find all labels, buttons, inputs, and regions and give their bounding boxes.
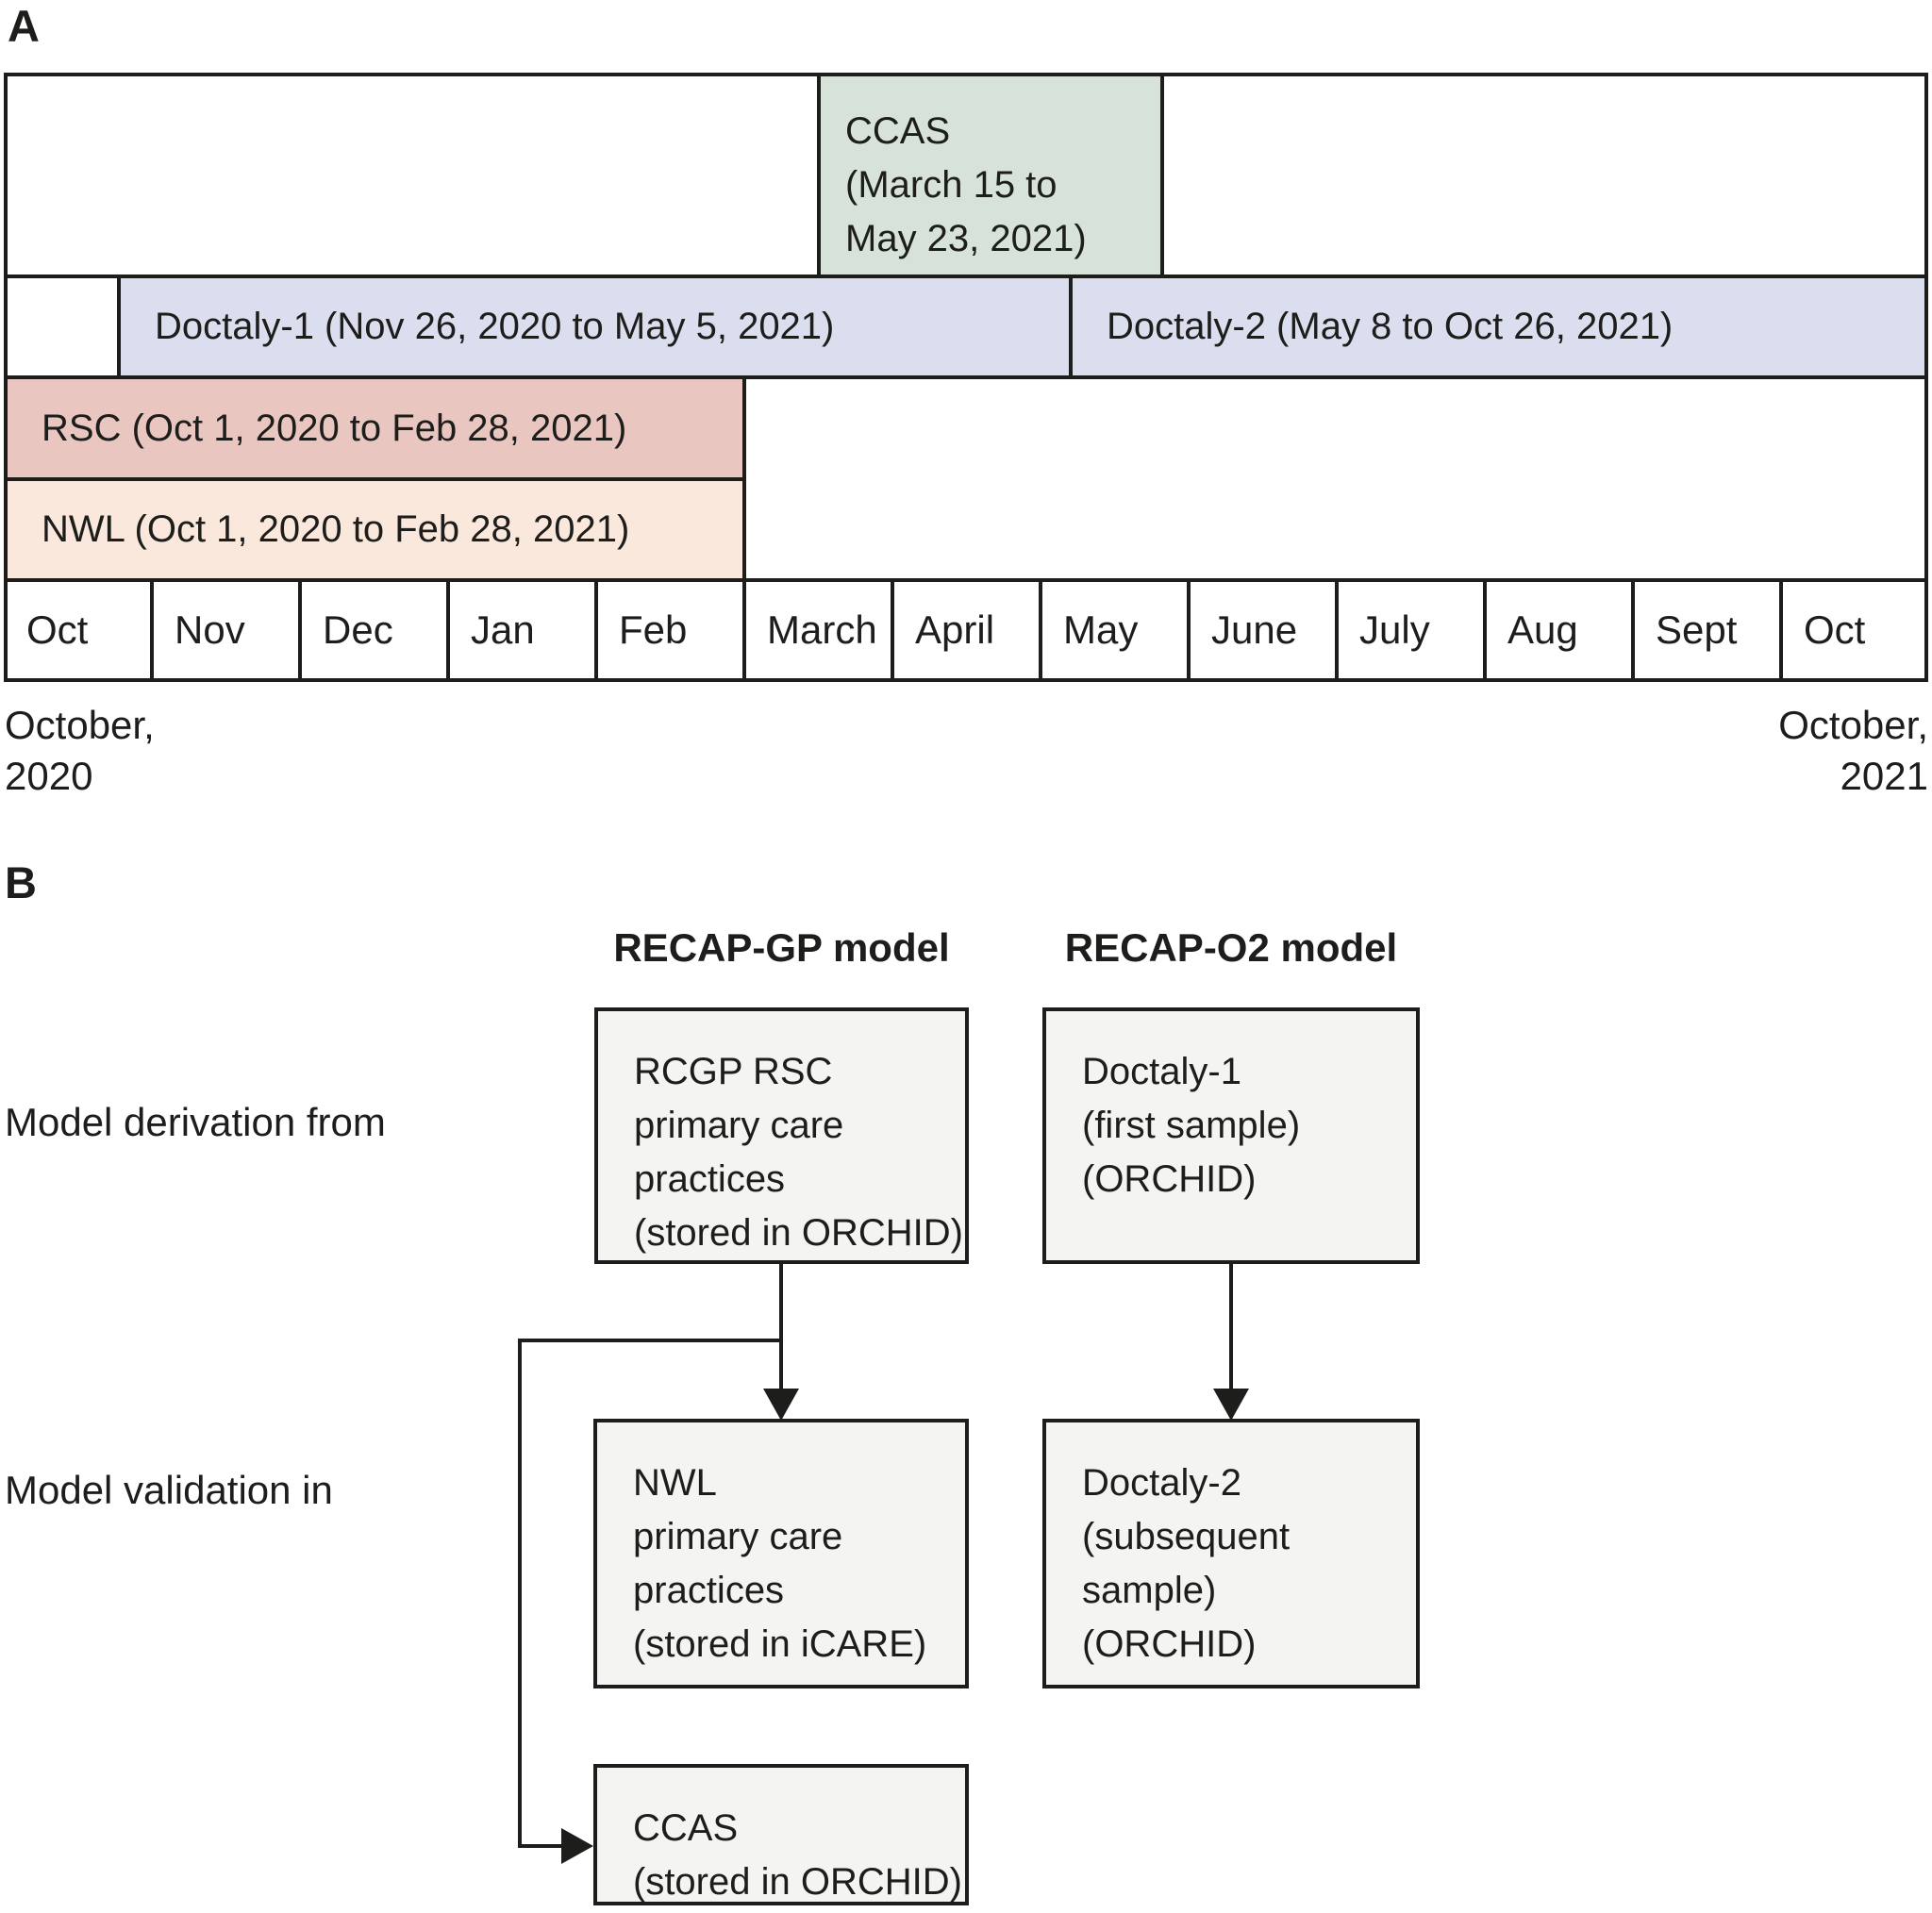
rcgp-to-nwl-connector-line: [779, 1264, 783, 1392]
doctaly1-to-doctaly2-connector-line: [1229, 1264, 1233, 1392]
rcgp-rsc-box: RCGP RSC primary care practices (stored in …: [594, 1007, 969, 1264]
text-line: Doctaly-1: [1082, 1051, 1241, 1092]
month-divider-line: [1779, 580, 1783, 682]
doctaly1-box: Doctaly-1 (first sample) (ORCHID): [1042, 1007, 1420, 1264]
month-divider-line: [298, 580, 302, 682]
month-cell-aug-10: Aug: [1507, 607, 1578, 652]
panel-a-label: A: [8, 1, 40, 51]
text-line: sample): [1082, 1570, 1217, 1611]
month-cell-may-7: May: [1063, 607, 1139, 652]
branch-to-ccas-arrowhead-icon: [561, 1828, 593, 1864]
month-axis-row: Oct Nov Dec Jan Feb March April May June July Aug S…: [0, 0, 1932, 682]
ccas-bar: CCAS (March 15 to May 23, 2021): [817, 73, 1164, 278]
text-line: 2021: [1840, 754, 1928, 798]
month-divider-line: [891, 580, 894, 682]
validation-row-label: Model validation in: [5, 1468, 333, 1512]
text-line: practices: [633, 1570, 785, 1611]
month-divider-line: [1187, 580, 1191, 682]
month-cell-oct-0: Oct: [26, 607, 89, 652]
month-divider-line: [594, 580, 598, 682]
ccas-box: CCAS (stored in ORCHID): [593, 1764, 969, 1905]
month-divider-line: [742, 580, 746, 682]
text-line: CCAS: [845, 110, 951, 152]
text-line: (stored in iCARE): [633, 1623, 927, 1665]
doctaly2-bar: Doctaly-2 (May 8 to Oct 26, 2021): [1069, 274, 1928, 379]
month-cell-feb-4: Feb: [619, 607, 688, 652]
row-divider-nwl-months: [4, 578, 1928, 582]
month-cell-jan-3: Jan: [471, 607, 535, 652]
month-divider-line: [446, 580, 450, 682]
text-line: (March 15 to: [845, 164, 1058, 206]
text-line: primary care: [634, 1105, 844, 1146]
month-divider-line: [1483, 580, 1487, 682]
text-line: (stored in ORCHID): [634, 1212, 963, 1254]
month-cell-dec-2: Dec: [323, 607, 393, 652]
text-line: 2020: [5, 754, 93, 798]
text-line: (first sample): [1082, 1105, 1301, 1146]
panel-b-label: B: [5, 857, 37, 907]
month-cell-april-6: April: [915, 607, 995, 652]
text-line: NWL: [633, 1462, 717, 1504]
doctaly1-bar: Doctaly-1 (Nov 26, 2020 to May 5, 2021): [117, 274, 1073, 379]
text-line: RCGP RSC: [634, 1051, 833, 1092]
month-divider-line: [1335, 580, 1339, 682]
month-cell-march-5: March: [767, 607, 877, 652]
elbow-branch-top-line: [518, 1339, 783, 1342]
text-line: (ORCHID): [1082, 1623, 1257, 1665]
month-cell-oct-12: Oct: [1804, 607, 1866, 652]
elbow-branch-bottom-line: [518, 1844, 565, 1848]
nwl-bar: NWL (Oct 1, 2020 to Feb 28, 2021): [4, 477, 746, 582]
text-line: May 23, 2021): [845, 218, 1087, 259]
rcgp-to-nwl-arrowhead-icon: [763, 1389, 799, 1421]
month-divider-line: [150, 580, 154, 682]
month-cell-nov-1: Nov: [175, 607, 245, 652]
doctaly2-box: Doctaly-2 (subsequent sample) (ORCHID): [1042, 1419, 1420, 1688]
text-line: practices: [634, 1158, 786, 1200]
month-divider-line: [1631, 580, 1635, 682]
recap-o2-heading: RECAP-O2 model: [1064, 925, 1398, 970]
axis-end-label: October, 2021: [1778, 700, 1928, 802]
month-cell-june-8: June: [1211, 607, 1298, 652]
elbow-branch-vertical-line: [518, 1339, 522, 1848]
text-line: CCAS: [633, 1807, 739, 1849]
month-cell-sept-11: Sept: [1656, 607, 1738, 652]
text-line: October,: [5, 703, 155, 747]
month-divider-line: [1039, 580, 1042, 682]
text-line: (ORCHID): [1082, 1158, 1257, 1200]
text-line: (subsequent: [1082, 1516, 1291, 1557]
text-line: (stored in ORCHID): [633, 1861, 962, 1903]
month-cell-july-9: July: [1359, 607, 1430, 652]
rsc-bar: RSC (Oct 1, 2020 to Feb 28, 2021): [4, 375, 746, 481]
text-line: primary care: [633, 1516, 843, 1557]
derivation-row-label: Model derivation from: [5, 1100, 386, 1144]
doctaly1-to-doctaly2-arrowhead-icon: [1213, 1389, 1249, 1421]
text-line: October,: [1778, 703, 1928, 747]
text-line: Doctaly-2: [1082, 1462, 1241, 1504]
axis-start-label: October, 2020: [5, 700, 155, 802]
recap-gp-heading: RECAP-GP model: [613, 925, 950, 970]
nwl-box: NWL primary care practices (stored in iCARE…: [593, 1419, 969, 1688]
